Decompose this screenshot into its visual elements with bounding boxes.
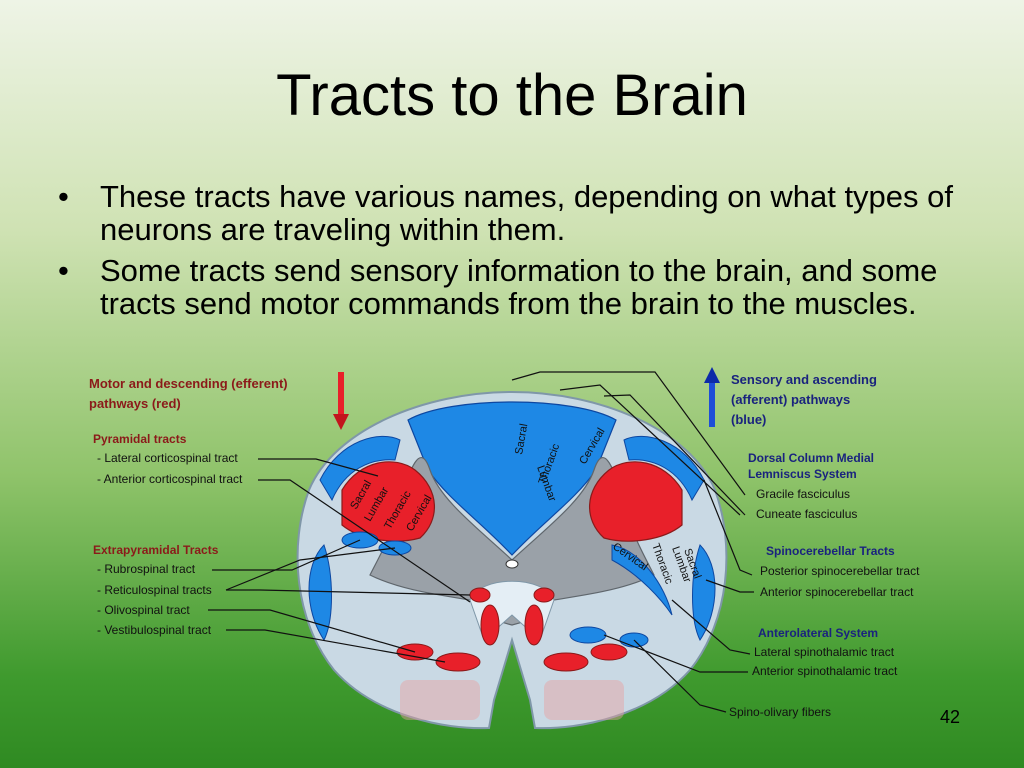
left-ventral-shadow [400,680,480,720]
pyramidal-title: Pyramidal tracts [93,432,187,446]
anterolateral-title: Anterolateral System [758,626,878,640]
left-reticulospinal [469,587,491,603]
right-olivospinal [543,652,589,672]
right-anterior-spinothalamic [569,626,607,644]
slide-title: Tracts to the Brain [276,63,748,128]
slide-number: 42 [940,707,961,727]
pyramidal-item: - Lateral corticospinal tract [97,451,238,465]
dorsal-segment-label: Sacral [513,423,530,456]
right-vestibulospinal [590,643,628,661]
motor-header-line2: pathways (red) [89,396,181,411]
dorsal-column-item: Gracile fasciculus [756,487,850,501]
extrapyramidal-item: - Vestibulospinal tract [97,623,212,637]
right-leader-lines [511,371,754,713]
bullet-item: • Some tracts send sensory information to… [58,254,978,320]
bullet-icon: • [58,253,69,288]
left-leader-lines [208,458,471,663]
spinal-cord-cross-section: Sacral Lumbar Thoracic Cervical Sacral L… [296,390,728,730]
anterolateral-item: Lateral spinothalamic tract [754,645,895,659]
bullet-list: • These tracts have various names, depend… [58,180,978,328]
spinocerebellar-title: Spinocerebellar Tracts [766,544,895,558]
spinocerebellar-item: Posterior spinocerebellar tract [760,564,920,578]
extrapyramidal-item: - Olivospinal tract [97,603,190,617]
spinocerebellar-item: Anterior spinocerebellar tract [760,585,914,599]
gray-matter [369,456,655,626]
extrapyramidal-title: Extrapyramidal Tracts [93,543,219,557]
dorsal-column-item: Cuneate fasciculus [756,507,857,521]
bullet-text: Some tracts send sensory information to … [100,253,938,321]
sensory-header-line1: Sensory and ascending [731,372,877,387]
left-anterior-corticospinal [480,604,500,646]
pyramidal-item: - Anterior corticospinal tract [97,472,243,486]
right-reticulospinal [533,587,555,603]
right-ventral-shadow [544,680,624,720]
right-lateral-corticospinal [589,461,683,542]
extrapyramidal-item: - Rubrospinal tract [97,562,196,576]
motor-down-arrow-icon [333,372,349,430]
left-olivospinal [435,652,481,672]
central-canal [505,559,519,569]
right-posterior-spinocerebellar [623,435,705,502]
bullet-item: • These tracts have various names, depend… [58,180,978,246]
right-anterior-spinocerebellar [692,544,716,641]
sensory-up-arrow-icon [704,367,720,427]
dorsal-column-title-line2: Lemniscus System [748,467,857,481]
left-posterior-spinocerebellar [319,435,401,502]
sensory-header-line2: (afferent) pathways [731,392,850,407]
bullet-text: These tracts have various names, dependi… [100,179,953,247]
dorsal-column-title-line1: Dorsal Column Medial [748,451,874,465]
extrapyramidal-item: - Reticulospinal tracts [97,583,212,597]
anterolateral-item: Anterior spinothalamic tract [752,664,898,678]
right-anterior-corticospinal [524,604,544,646]
sensory-header-line3: (blue) [731,412,766,427]
bullet-icon: • [58,179,69,214]
right-lateral-spinothalamic [611,544,673,616]
dorsal-column-region [407,401,617,556]
motor-header-line1: Motor and descending (efferent) [89,376,288,391]
spino-olivary-label: Spino-olivary fibers [729,705,831,719]
